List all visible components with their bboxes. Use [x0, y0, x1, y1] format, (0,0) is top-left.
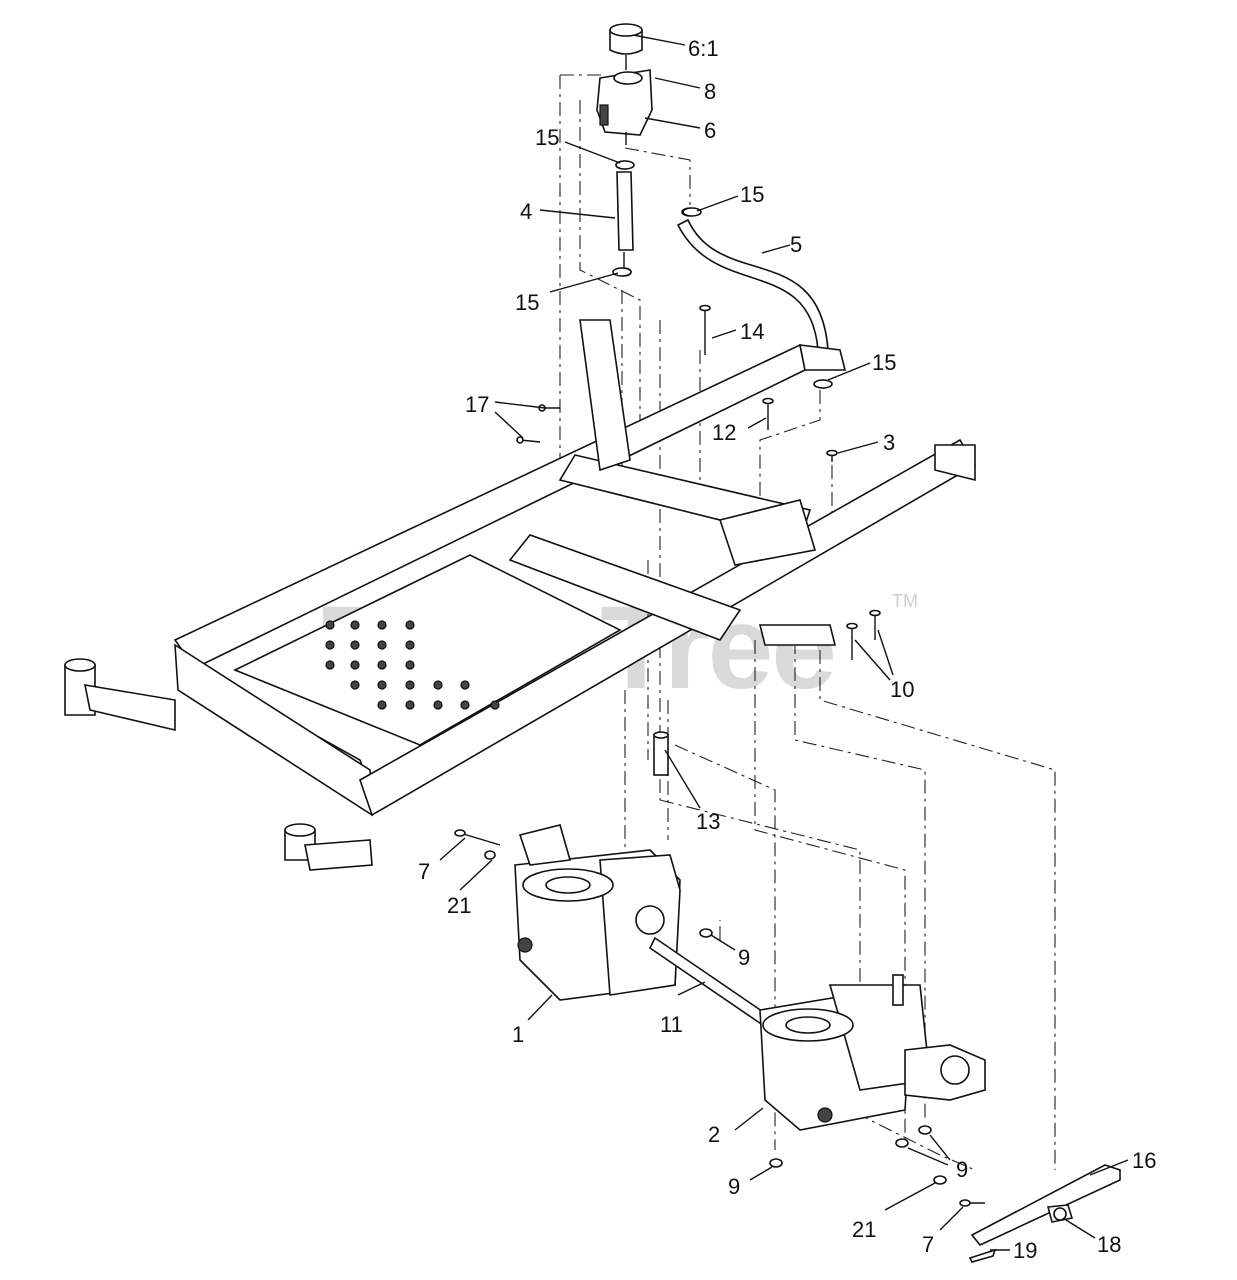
callout-1: 1 — [512, 1022, 524, 1047]
floor-holes — [325, 620, 500, 710]
bolts — [516, 304, 881, 660]
hydraulic-reservoir — [596, 23, 653, 145]
callout-labels: 6:1 8 6 15 15 4 5 15 14 15 17 12 3 10 13… — [418, 36, 1156, 1263]
callout-15: 15 — [872, 350, 896, 375]
callout-14: 14 — [740, 319, 764, 344]
callout-9: 9 — [728, 1174, 740, 1199]
clamps — [612, 160, 833, 389]
callout-4: 4 — [520, 199, 532, 224]
callout-17: 17 — [465, 392, 489, 417]
callout-3: 3 — [883, 430, 895, 455]
callout-10: 10 — [890, 677, 914, 702]
washers-nuts — [454, 829, 985, 1207]
callout-6-1: 6:1 — [688, 36, 719, 61]
callout-7: 7 — [922, 1232, 934, 1257]
callout-15: 15 — [515, 290, 539, 315]
callout-19: 19 — [1013, 1238, 1037, 1263]
mower-frame — [64, 319, 977, 871]
callout-13: 13 — [696, 809, 720, 834]
callout-9: 9 — [738, 945, 750, 970]
spacer-13 — [653, 731, 669, 776]
callout-6: 6 — [704, 118, 716, 143]
bracket-16 — [968, 1164, 1121, 1263]
callout-2: 2 — [708, 1122, 720, 1147]
transmission-2 — [759, 974, 986, 1131]
watermark-trademark: TM — [892, 591, 918, 611]
callout-11: 11 — [660, 1012, 683, 1037]
callout-18: 18 — [1097, 1232, 1121, 1257]
transmission-1 — [514, 824, 681, 1001]
callout-21: 21 — [447, 893, 471, 918]
callout-5: 5 — [790, 232, 802, 257]
callout-16: 16 — [1132, 1148, 1156, 1173]
callout-9: 9 — [956, 1157, 968, 1182]
callout-8: 8 — [704, 79, 716, 104]
callout-7: 7 — [418, 859, 430, 884]
callout-12: 12 — [712, 420, 736, 445]
hose-4 — [615, 160, 634, 277]
callout-15: 15 — [535, 125, 559, 150]
leader-lines — [439, 34, 1129, 1251]
callout-21: 21 — [852, 1217, 876, 1242]
callout-15: 15 — [740, 182, 764, 207]
